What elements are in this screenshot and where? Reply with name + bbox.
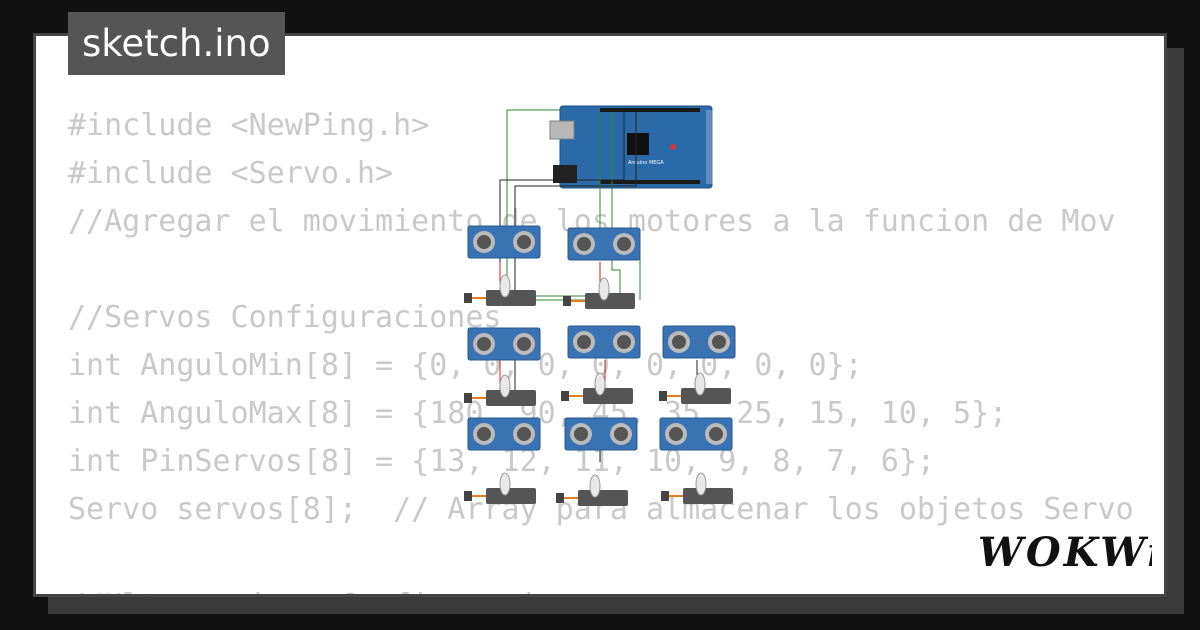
wokwi-logo: WOKWi bbox=[978, 529, 1152, 576]
servo-motors bbox=[464, 274, 733, 506]
servo-motor bbox=[464, 374, 536, 406]
servo-motor bbox=[563, 277, 635, 309]
code-line: //Ultrasonicos Configuraciones bbox=[68, 582, 1132, 594]
file-name-tab: sketch.ino bbox=[68, 12, 285, 75]
ultrasonic-sensor bbox=[567, 227, 641, 261]
servo-motor bbox=[464, 472, 536, 504]
code-preview: #include <NewPing.h> #include <Servo.h> //… bbox=[68, 102, 1132, 594]
code-line: #include <NewPing.h> bbox=[68, 108, 430, 143]
wokwi-logo-text: WOKWi bbox=[978, 529, 1152, 576]
ultrasonic-sensor bbox=[659, 417, 733, 451]
circuit-diagram: Arduino MEGA bbox=[464, 105, 736, 506]
ultrasonic-sensors bbox=[467, 225, 736, 451]
ultrasonic-sensor bbox=[467, 417, 541, 451]
ultrasonic-sensor bbox=[467, 327, 541, 361]
ultrasonic-sensor bbox=[662, 325, 736, 359]
board-label: Arduino MEGA bbox=[628, 160, 664, 166]
ultrasonic-sensor bbox=[467, 225, 541, 259]
servo-motor bbox=[556, 474, 628, 506]
servo-motor bbox=[464, 274, 536, 306]
ultrasonic-sensor bbox=[564, 417, 638, 451]
servo-motor bbox=[659, 372, 731, 404]
code-line: //Agregar el movimiento de los motores a… bbox=[68, 204, 1116, 239]
servo-motor bbox=[561, 372, 633, 404]
ultrasonic-sensor bbox=[567, 325, 641, 359]
code-line: //Servos Configuraciones bbox=[68, 300, 502, 335]
servo-motor bbox=[661, 472, 733, 504]
code-line: #include <Servo.h> bbox=[68, 156, 394, 191]
arduino-mega-board: Arduino MEGA bbox=[549, 105, 714, 189]
code-line: int PinServos[8] = {13, 12, 11, 10, 9, 8… bbox=[68, 444, 935, 479]
